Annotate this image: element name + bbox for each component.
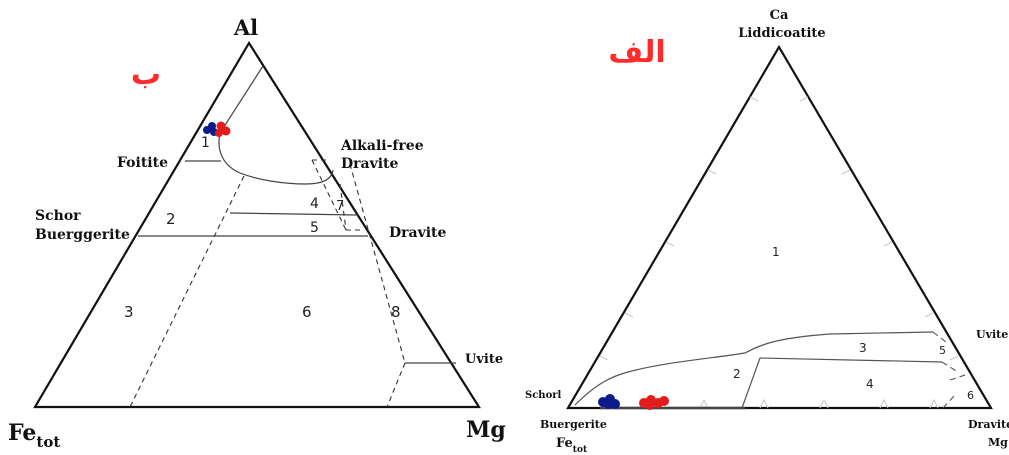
label-alkali-free: Alkali-free <box>340 138 424 154</box>
left-field-2: 2 <box>166 210 176 228</box>
left-field-7: 7 <box>336 199 344 214</box>
label-foitite: Foitite <box>117 155 168 171</box>
right-vertex-ca: Ca <box>770 8 789 23</box>
left-sample-markers <box>203 121 231 137</box>
left-field-8: 8 <box>391 303 401 321</box>
label-alkali-free-dravite: Dravite <box>341 156 399 172</box>
label-schor: Schor <box>35 208 81 224</box>
right-field-2: 2 <box>733 367 741 381</box>
right-field-3: 3 <box>859 341 867 355</box>
right-panel-label: الف <box>608 35 665 70</box>
left-ternary-diagram: Al Fetot Mg Foitite Alkali-free Dravite … <box>8 15 506 451</box>
label-uvite: Uvite <box>465 352 503 367</box>
label-dravite: Dravite <box>389 225 447 241</box>
label-schorl: Schorl <box>525 390 562 401</box>
right-vertex-liddicoatite: Liddicoatite <box>738 26 825 41</box>
left-vertex-al: Al <box>233 15 258 40</box>
label-uvite-right: Uvite <box>976 328 1008 341</box>
right-vertex-fe: Fetot <box>556 436 588 455</box>
left-field-6: 6 <box>302 303 312 321</box>
left-vertex-mg: Mg <box>466 417 506 443</box>
right-field-5: 5 <box>939 344 946 357</box>
label-dravite-right: Dravite <box>968 418 1009 431</box>
right-vertex-mg: Mg <box>988 436 1008 449</box>
right-field-4: 4 <box>866 377 874 391</box>
left-field-boundaries <box>138 65 456 364</box>
left-triangle-outline <box>33 40 481 409</box>
right-field-1: 1 <box>772 245 780 259</box>
left-vertex-fe: Fetot <box>8 420 60 451</box>
right-field-boundaries <box>574 331 943 410</box>
right-ternary-diagram: Ca Liddicoatite Schorl Buergerite Fetot … <box>525 8 1009 455</box>
label-buerggerite: Buerggerite <box>35 227 130 243</box>
label-buergerite: Buergerite <box>540 418 607 431</box>
right-triangle-outline <box>566 44 993 410</box>
left-field-5: 5 <box>310 220 319 236</box>
left-field-4: 4 <box>310 196 319 212</box>
right-sample-markers <box>598 394 669 410</box>
left-dashed-boundaries <box>129 159 406 408</box>
right-dashed-boundaries <box>932 331 969 409</box>
right-field-6: 6 <box>967 389 974 402</box>
left-field-1: 1 <box>201 135 210 151</box>
left-panel-label: ب <box>131 57 161 92</box>
left-field-3: 3 <box>124 303 134 321</box>
